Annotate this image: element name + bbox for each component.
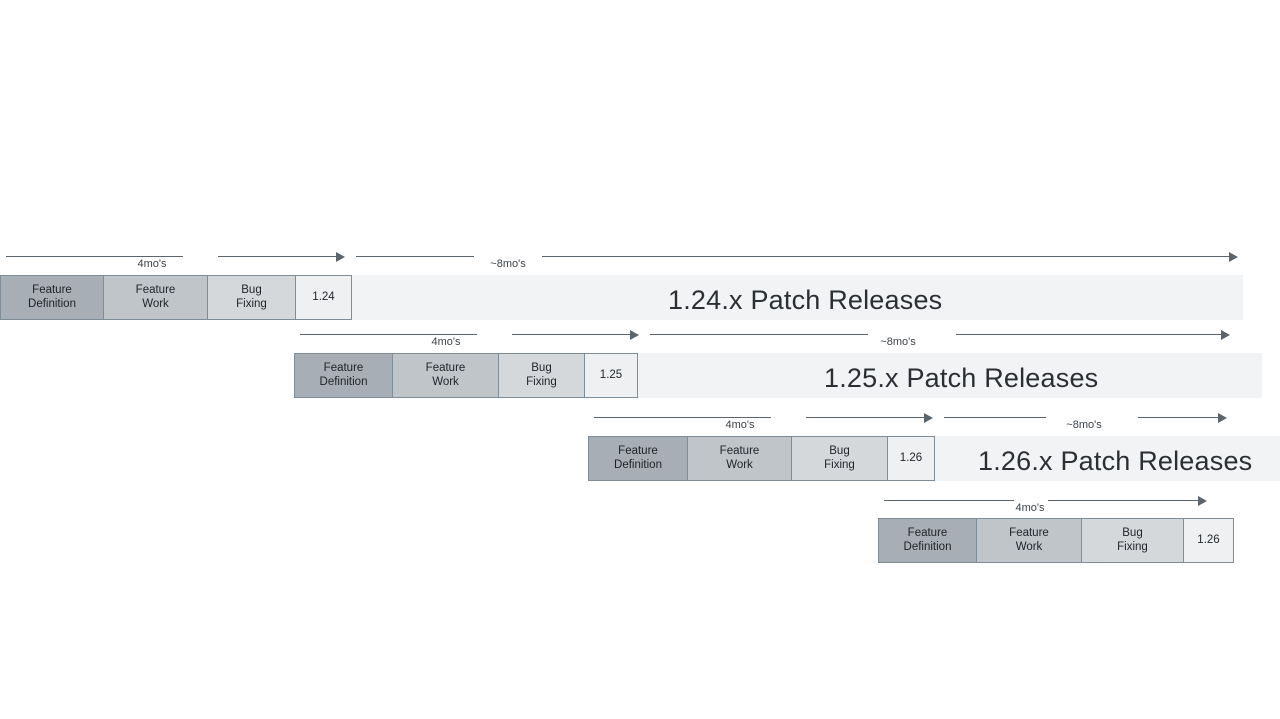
version-label: 1.25 <box>599 368 623 381</box>
phase-bug-fixing[interactable]: Bug Fixing <box>499 353 585 398</box>
measure-label-dev-1-26-next: 4mo's <box>1015 502 1045 514</box>
phase-label-line2: Fixing <box>1117 540 1148 553</box>
patch-band-label-1-24: 1.24.x Patch Releases <box>668 285 943 315</box>
phase-feature-definition[interactable]: Feature Definition <box>588 436 688 481</box>
phase-label-line2: Definition <box>28 297 76 310</box>
phase-bug-fixing[interactable]: Bug Fixing <box>208 275 296 320</box>
measure-label-patch-1-24: ~8mo's <box>490 258 526 270</box>
measure-patch-window-1-24: ~8mo's <box>352 246 1240 270</box>
patch-band-label-1-26: 1.26.x Patch Releases <box>978 446 1253 476</box>
measure-dev-cycle-1-26: 4mo's <box>588 407 938 431</box>
phase-row-1-26-next: Feature Definition Feature Work Bug Fixi… <box>878 518 1234 563</box>
measure-label-patch-1-25: ~8mo's <box>880 336 916 348</box>
measure-patch-window-1-26: ~8mo's <box>940 407 1240 431</box>
version-box[interactable]: 1.24 <box>296 275 352 320</box>
measure-dev-cycle-1-25: 4mo's <box>294 324 644 348</box>
measure-label-patch-1-26: ~8mo's <box>1066 419 1102 431</box>
phase-label-line2: Work <box>142 297 169 310</box>
phase-label-line1: Bug <box>531 362 552 374</box>
phase-bug-fixing[interactable]: Bug Fixing <box>1082 518 1184 563</box>
measure-label-dev-1-24: 4mo's <box>137 258 167 270</box>
phase-label-line1: Feature <box>135 284 176 296</box>
phase-label-line1: Feature <box>618 445 658 457</box>
measure-label-dev-1-26: 4mo's <box>725 419 755 431</box>
version-box[interactable]: 1.26 <box>1184 518 1234 563</box>
measure-dev-cycle-1-26-next: 4mo's <box>878 490 1218 514</box>
phase-label-line2: Work <box>432 375 459 388</box>
phase-label-line1: Feature <box>907 527 948 539</box>
phase-label-line2: Fixing <box>824 458 855 471</box>
version-label: 1.26 <box>1197 533 1220 546</box>
version-box[interactable]: 1.26 <box>888 436 935 481</box>
phase-label-line1: Feature <box>32 284 72 296</box>
phase-feature-definition[interactable]: Feature Definition <box>878 518 977 563</box>
measure-dev-cycle-1-24: 4mo's <box>0 246 350 270</box>
phase-label-line1: Feature <box>1009 527 1049 539</box>
phase-label-line2: Work <box>1015 540 1043 553</box>
phase-row-1-24: Feature Definition Feature Work Bug Fixi… <box>0 275 352 320</box>
phase-row-1-26: Feature Definition Feature Work Bug Fixi… <box>588 436 935 481</box>
phase-label-line2: Fixing <box>526 375 557 388</box>
version-box[interactable]: 1.25 <box>585 353 638 398</box>
measure-label-dev-1-25: 4mo's <box>431 336 461 348</box>
phase-label-line1: Bug <box>1122 527 1143 539</box>
phase-label-line1: Feature <box>719 445 760 457</box>
phase-feature-work[interactable]: Feature Work <box>104 275 208 320</box>
phase-label-line1: Bug <box>829 445 850 457</box>
version-label: 1.24 <box>312 290 335 303</box>
phase-label-line1: Feature <box>425 362 466 374</box>
patch-band-label-1-25: 1.25.x Patch Releases <box>824 363 1099 393</box>
measure-patch-window-1-25: ~8mo's <box>646 324 1234 348</box>
phase-row-1-25: Feature Definition Feature Work Bug Fixi… <box>294 353 638 398</box>
phase-label-line1: Feature <box>323 362 364 374</box>
phase-feature-work[interactable]: Feature Work <box>977 518 1082 563</box>
phase-label-line2: Fixing <box>236 297 267 310</box>
phase-label-line2: Definition <box>319 375 368 388</box>
phase-feature-definition[interactable]: Feature Definition <box>294 353 393 398</box>
phase-feature-work[interactable]: Feature Work <box>393 353 499 398</box>
phase-label-line2: Definition <box>903 540 952 553</box>
phase-bug-fixing[interactable]: Bug Fixing <box>792 436 888 481</box>
phase-label-line2: Work <box>726 458 753 471</box>
phase-label-line1: Bug <box>241 284 262 296</box>
version-label: 1.26 <box>899 451 923 464</box>
phase-feature-definition[interactable]: Feature Definition <box>0 275 104 320</box>
phase-label-line2: Definition <box>614 458 662 471</box>
phase-feature-work[interactable]: Feature Work <box>688 436 792 481</box>
